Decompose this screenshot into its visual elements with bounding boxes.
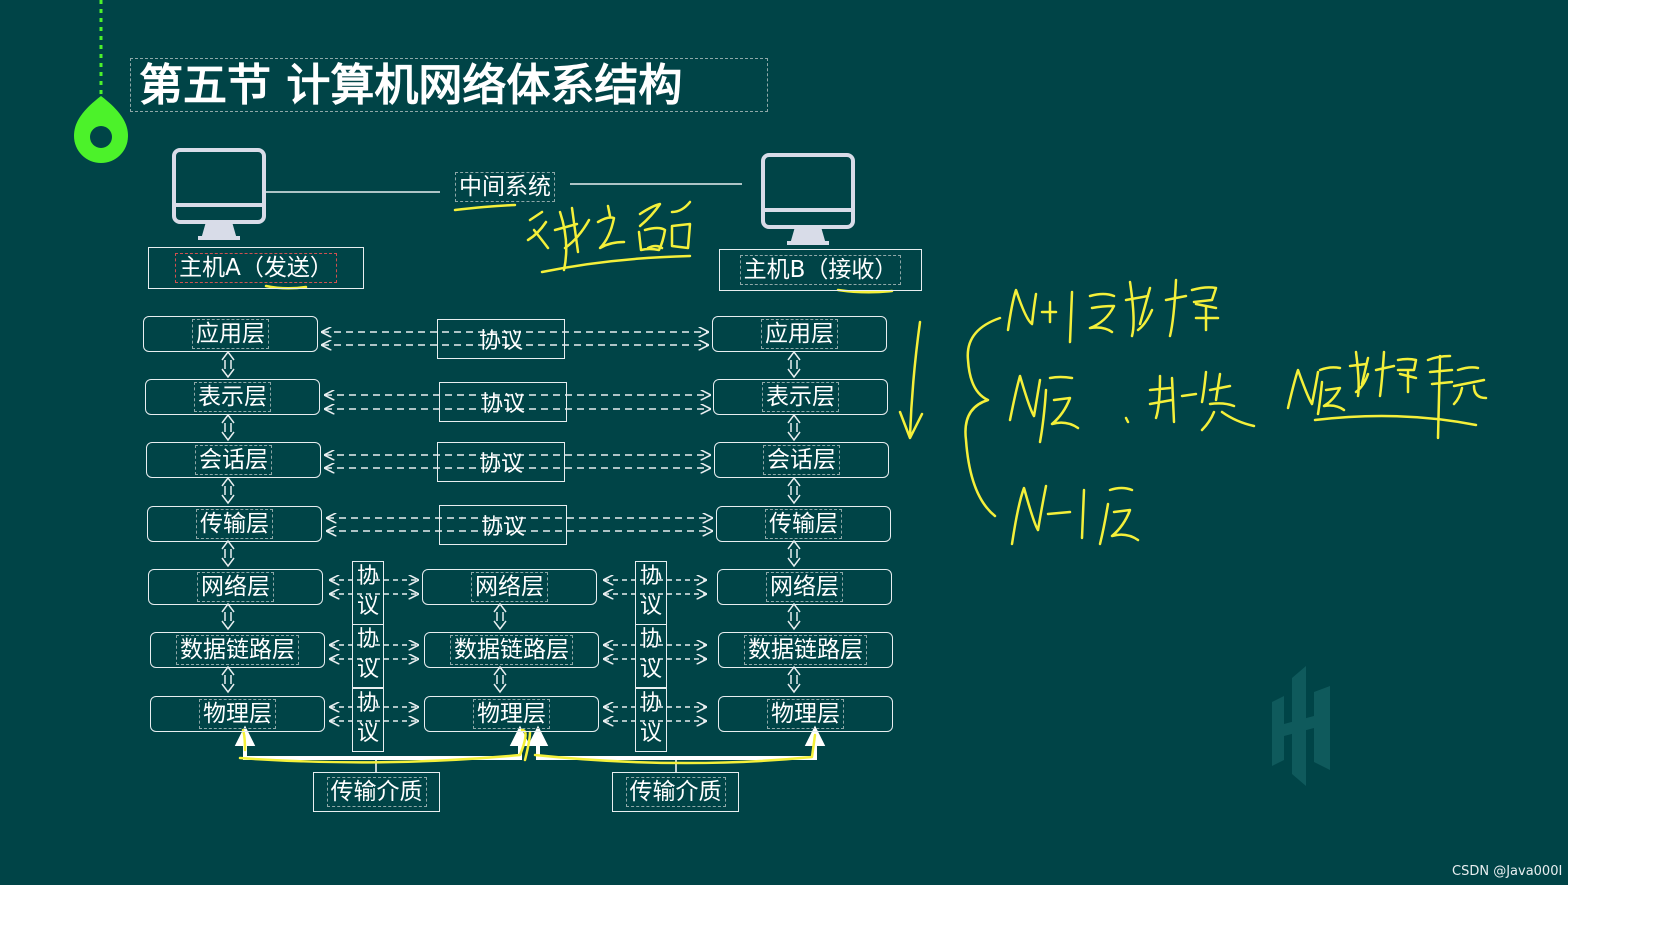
protocol-transport: 协议 <box>439 505 567 545</box>
page-title: 第五节 计算机网络体系结构 <box>130 58 768 112</box>
right-layer-datalink: 数据链路层 <box>718 632 893 668</box>
left-layer-application: 应用层 <box>143 316 318 352</box>
right-margin <box>1568 0 1662 885</box>
protocol-session: 协议 <box>437 442 565 482</box>
host-a-label: 主机A（发送） <box>148 247 364 289</box>
middle-layer-physical: 物理层 <box>424 696 599 732</box>
slide: 第五节 计算机网络体系结构 <box>74 0 1488 812</box>
left-layer-session: 会话层 <box>146 442 321 478</box>
protocol-vertical-datalink-left: 协议 <box>352 624 384 688</box>
middle-layer-datalink: 数据链路层 <box>424 632 599 668</box>
left-layer-transport: 传输层 <box>147 506 322 542</box>
medium-label-right: 传输介质 <box>612 772 739 812</box>
left-layer-physical: 物理层 <box>150 696 325 732</box>
left-layer-network: 网络层 <box>148 569 323 605</box>
logo-watermark-icon <box>1272 666 1330 786</box>
csdn-watermark: CSDN @Java000I <box>1452 864 1563 879</box>
host-b-label: 主机B（接收） <box>719 249 922 291</box>
pin-icon <box>74 0 128 163</box>
diagram-canvas <box>172 148 1488 772</box>
left-layer-presentation: 表示层 <box>145 379 320 415</box>
intermediate-system-label: 中间系统 <box>440 170 570 204</box>
right-layer-network: 网络层 <box>717 569 892 605</box>
bottom-margin <box>0 885 1662 939</box>
left-layer-datalink: 数据链路层 <box>150 632 325 668</box>
protocol-vertical-datalink-right: 协议 <box>635 624 667 688</box>
right-layer-transport: 传输层 <box>716 506 891 542</box>
protocol-vertical-network-right: 协议 <box>635 561 667 625</box>
medium-label-left: 传输介质 <box>313 772 440 812</box>
protocol-vertical-physical-left: 协议 <box>352 688 384 752</box>
monitor-icon-b <box>761 153 855 245</box>
right-layer-physical: 物理层 <box>718 696 893 732</box>
middle-layer-network: 网络层 <box>422 569 597 605</box>
protocol-application: 协议 <box>437 319 565 359</box>
handwriting-annotations <box>238 200 1488 765</box>
protocol-vertical-network-left: 协议 <box>352 561 384 625</box>
right-layer-application: 应用层 <box>712 316 887 352</box>
right-layer-presentation: 表示层 <box>713 379 888 415</box>
protocol-vertical-physical-right: 协议 <box>635 688 667 752</box>
right-layer-session: 会话层 <box>714 442 889 478</box>
protocol-presentation: 协议 <box>439 382 567 422</box>
monitor-icon-a <box>172 148 266 240</box>
